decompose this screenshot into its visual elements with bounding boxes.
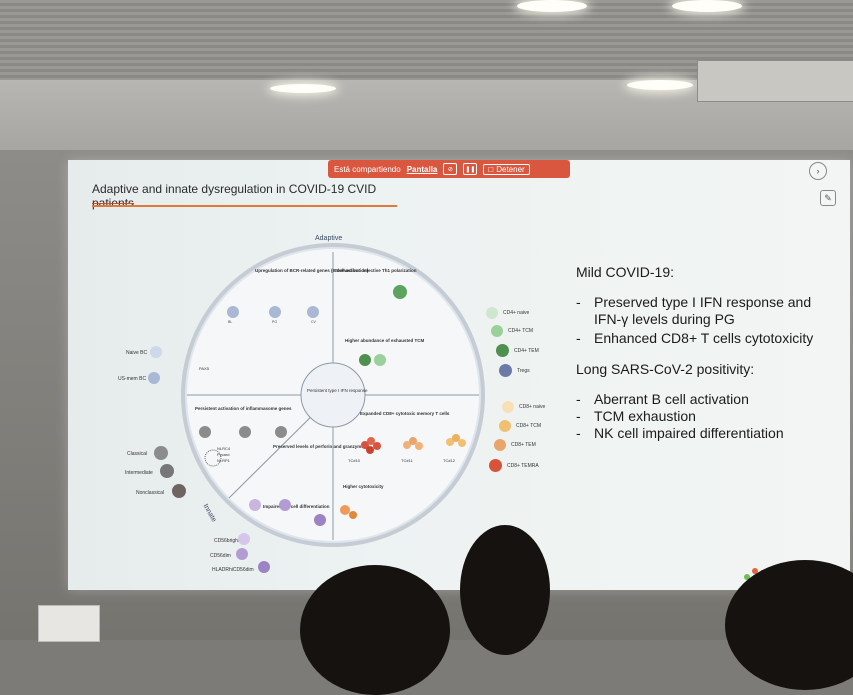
- wall-socket: [38, 605, 100, 642]
- adaptive-label: Adaptive: [315, 235, 342, 242]
- legend-cd8-naive: CD8+ naive: [519, 404, 546, 410]
- legend-cd56bright: CD56bright: [214, 538, 240, 544]
- legend-cd8-tcm: CD8+ TCM: [516, 423, 542, 429]
- legend-cell-hladr: [258, 561, 270, 573]
- audience-head: [300, 565, 450, 695]
- legend-classical: Classical: [127, 451, 148, 457]
- phase-label-pg: PG: [272, 320, 277, 324]
- chevron-right-icon[interactable]: ›: [809, 162, 827, 180]
- q5-label: Preserved levels of perforin and granzym…: [273, 444, 369, 449]
- legend-cell-cd8-tem: [494, 439, 506, 451]
- legend-hladr: HLADRhiCD56dim: [212, 567, 254, 573]
- tc-label-2: TC#11: [401, 458, 413, 463]
- long-heading: Long SARS-CoV-2 positivity:: [576, 361, 755, 377]
- legend-cell-classical: [154, 446, 168, 460]
- legend-cell-cd4-tcm: [491, 325, 503, 337]
- legend-cd8-temra: CD8+ TEMRA: [507, 463, 539, 469]
- pen-icon[interactable]: ✎: [820, 190, 836, 206]
- logo-mark: [744, 574, 750, 580]
- phase-label-bl: BL: [228, 320, 232, 324]
- legend-cd4-naive: CD4+ naive: [503, 310, 530, 316]
- legend-cell-cd8-temra: [489, 459, 502, 472]
- legend-cell-intermediate: [160, 464, 174, 478]
- phase-labels: BL PG CV: [228, 320, 317, 324]
- long-item: NK cell impaired differentiation: [576, 425, 826, 442]
- q3-label: Persistent activation of inflammasome ge…: [195, 406, 292, 411]
- screen-share-bar: Está compartiendo Pantalla ⊘ ❚❚ □ Detene…: [328, 160, 570, 178]
- q6-label: Impaired NK cell differentiation: [263, 504, 330, 509]
- logo-mark: [752, 568, 758, 574]
- legend-cell-cd4-naive: [486, 307, 498, 319]
- stop-icon: □: [488, 164, 494, 174]
- diagram-cells: [199, 285, 466, 526]
- ceiling-light: [517, 0, 587, 12]
- q2b-label: Higher abundance of exhausted TCM: [345, 338, 425, 343]
- long-list: Aberrant B cell activation TCM exhaustio…: [576, 391, 826, 442]
- tc-label-3: TC#12: [443, 458, 456, 463]
- phase-label-cv: CV: [311, 320, 317, 324]
- long-item: Aberrant B cell activation: [576, 391, 826, 408]
- legend-us-mem-bc: US-mem BC: [118, 376, 147, 382]
- legend-cd56dim: CD56dim: [210, 553, 231, 559]
- gene-label-nlrc4: NLRC4: [217, 446, 231, 451]
- q4b-label: Higher cytotoxicity: [343, 484, 384, 489]
- legend-nonclassical: Nonclassical: [136, 490, 165, 496]
- legend-cell-cd56bright: [238, 533, 250, 545]
- q1-label: Upregulation of BCR-related genes (B cel…: [255, 268, 369, 273]
- gene-label-pax5: PAX5: [199, 366, 210, 371]
- legend-cell-cd8-naive: [502, 401, 514, 413]
- title-underline: [92, 205, 397, 207]
- mild-item: Preserved type I IFN response and IFN-γ …: [576, 294, 826, 328]
- center-label: Persistent type I IFN response: [307, 388, 368, 393]
- legend-naive-bc: Naive BC: [126, 350, 148, 356]
- mild-item: Enhanced CD8+ T cells cytotoxicity: [576, 330, 826, 347]
- ceiling-light: [627, 80, 693, 90]
- long-item: TCM exhaustion: [576, 408, 826, 425]
- mild-heading: Mild COVID-19:: [576, 264, 675, 280]
- stop-share-label: Detener: [496, 164, 525, 174]
- q2-label: Skewed but defective Th1 polarization: [335, 268, 417, 273]
- legend-cell-cd4-tem: [496, 344, 509, 357]
- ceiling-light: [270, 84, 336, 93]
- legend-cell-cd56dim: [236, 548, 248, 560]
- ceiling-vent: [697, 60, 853, 102]
- legend-cd8-tem: CD8+ TEM: [511, 442, 536, 448]
- legend-cd4-tcm: CD4+ TCM: [508, 328, 534, 334]
- legend-intermediate: Intermediate: [125, 470, 153, 476]
- mild-list: Preserved type I IFN response and IFN-γ …: [576, 294, 826, 347]
- stop-share-button[interactable]: □ Detener: [483, 163, 530, 175]
- slide-title-line1: Adaptive and innate dysregulation in COV…: [92, 182, 377, 196]
- ceiling-light: [672, 0, 742, 12]
- slide-title-line2: patients: [92, 196, 135, 210]
- pause-icon[interactable]: ❚❚: [463, 163, 478, 175]
- gene-label-pycard: Pycard: [217, 452, 229, 457]
- gene-label-nlrp1: NLRP1: [217, 458, 231, 463]
- legend-cell-tregs: [499, 364, 512, 377]
- share-settings-icon[interactable]: ⊘: [443, 163, 458, 175]
- share-target-link[interactable]: Pantalla: [406, 164, 438, 174]
- immune-dysregulation-diagram: Adaptive Innate Persistent type I IFN re…: [181, 235, 485, 547]
- innate-label: Innate: [202, 503, 218, 523]
- legend-cd4-tem: CD4+ TEM: [514, 348, 539, 354]
- tc-label-1: TC#10: [348, 458, 361, 463]
- findings-panel: Mild COVID-19: Preserved type I IFN resp…: [576, 264, 826, 456]
- q4-label: Expanded CD8+ cytotoxic memory T cells: [360, 411, 450, 416]
- legend-cell-us-mem-bc: [148, 372, 160, 384]
- legend-cell-nonclassical: [172, 484, 186, 498]
- legend-tregs: Tregs: [517, 368, 530, 374]
- legend-cell-naive-bc: [150, 346, 162, 358]
- audience-head: [460, 525, 550, 655]
- legend-cell-cd8-tcm: [499, 420, 511, 432]
- share-status-text: Está compartiendo: [334, 164, 401, 174]
